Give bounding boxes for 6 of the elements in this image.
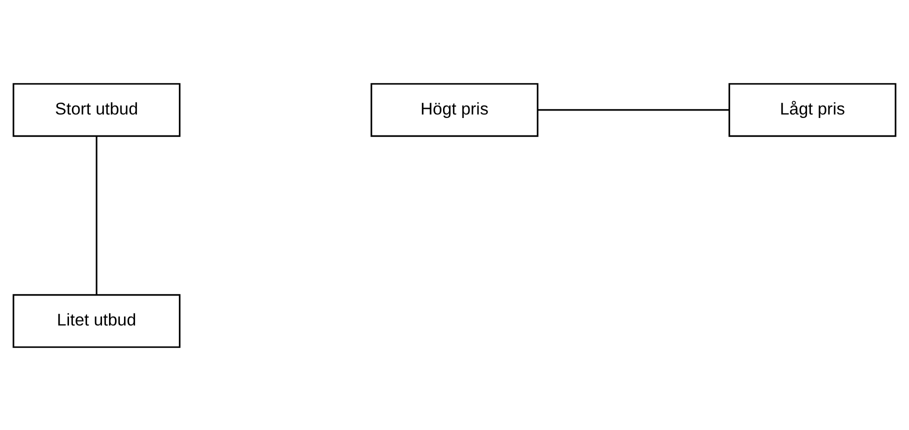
node-box: Högt pris <box>370 82 538 136</box>
node-box: Stort utbud <box>12 82 180 136</box>
connector <box>96 136 98 294</box>
connector <box>538 108 730 110</box>
node-box: Lågt pris <box>728 82 896 136</box>
node-box: Litet utbud <box>12 294 180 348</box>
